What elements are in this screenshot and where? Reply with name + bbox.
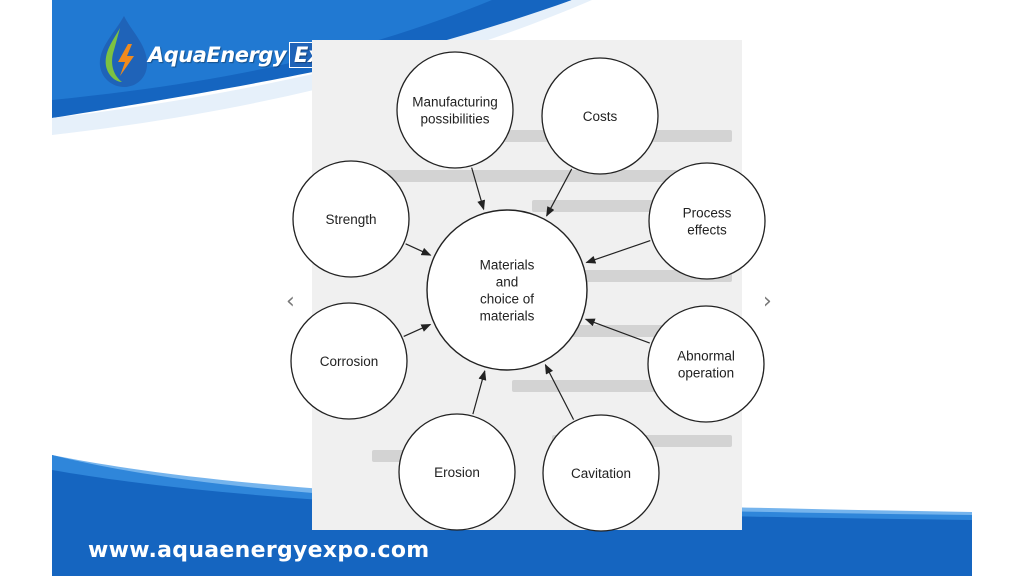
node-label-costs-line-0: Costs bbox=[583, 109, 618, 124]
node-circle-erosion bbox=[398, 413, 516, 531]
node-costs: Costs bbox=[541, 57, 659, 175]
node-process-effects: Process effects bbox=[648, 162, 766, 280]
node-label-abnormal-operation-line-1: operation bbox=[678, 366, 734, 381]
arrow-costs bbox=[546, 168, 573, 217]
arrows-layer bbox=[403, 167, 651, 420]
node-erosion: Erosion bbox=[398, 413, 516, 531]
center-label-line-0: Materials bbox=[480, 258, 535, 273]
arrow-corrosion bbox=[403, 323, 432, 337]
slide: AquaEnergyExpo Manufacturingpossibilitie… bbox=[52, 0, 972, 576]
node-circle-costs bbox=[541, 57, 659, 175]
node-label-abnormal-operation-line-0: Abnormal bbox=[677, 349, 735, 364]
arrow-strength bbox=[405, 243, 432, 256]
brand-name-part1: AquaEnergy bbox=[148, 43, 287, 67]
next-slide-button[interactable]: › bbox=[763, 289, 772, 314]
node-corrosion: Corrosion bbox=[290, 302, 408, 420]
arrow-process-effects bbox=[585, 240, 651, 264]
node-label-process-effects-line-1: effects bbox=[687, 223, 727, 238]
node-circle-manufacturing bbox=[396, 51, 514, 169]
node-circle-process-effects bbox=[648, 162, 766, 280]
node-cavitation: Cavitation bbox=[542, 414, 660, 532]
node-circle-corrosion bbox=[290, 302, 408, 420]
arrow-erosion bbox=[472, 370, 487, 415]
node-strength: Strength bbox=[292, 160, 410, 278]
prev-slide-button[interactable]: ‹ bbox=[286, 289, 295, 314]
arrow-manufacturing bbox=[471, 167, 486, 211]
node-label-corrosion-line-0: Corrosion bbox=[320, 354, 379, 369]
node-label-process-effects-line-0: Process bbox=[683, 206, 732, 221]
arrow-abnormal-operation bbox=[584, 318, 650, 344]
arrow-cavitation bbox=[544, 363, 575, 420]
center-label-line-3: materials bbox=[480, 309, 535, 324]
node-manufacturing: Manufacturing possibilities bbox=[396, 51, 514, 169]
website-url[interactable]: www.aquaenergyexpo.com bbox=[88, 538, 430, 563]
center-node: Materials and choice of materials bbox=[426, 209, 588, 371]
node-label-manufacturing-line-0: Manufacturing bbox=[412, 95, 498, 110]
center-label-line-2: choice of bbox=[480, 292, 534, 307]
scanned-page bbox=[312, 40, 742, 530]
node-label-manufacturing-line-1: possibilities bbox=[420, 112, 489, 127]
center-layer: Materials and choice of materials bbox=[426, 209, 588, 371]
node-label-cavitation-line-0: Cavitation bbox=[571, 466, 631, 481]
node-circle-strength bbox=[292, 160, 410, 278]
node-label-strength-line-0: Strength bbox=[325, 212, 376, 227]
center-circle bbox=[426, 209, 588, 371]
node-abnormal-operation: Abnormal operation bbox=[647, 305, 765, 423]
node-circle-abnormal-operation bbox=[647, 305, 765, 423]
node-label-erosion-line-0: Erosion bbox=[434, 465, 480, 480]
node-circle-cavitation bbox=[542, 414, 660, 532]
center-label-line-1: and bbox=[496, 275, 519, 290]
water-drop-icon bbox=[99, 16, 148, 87]
